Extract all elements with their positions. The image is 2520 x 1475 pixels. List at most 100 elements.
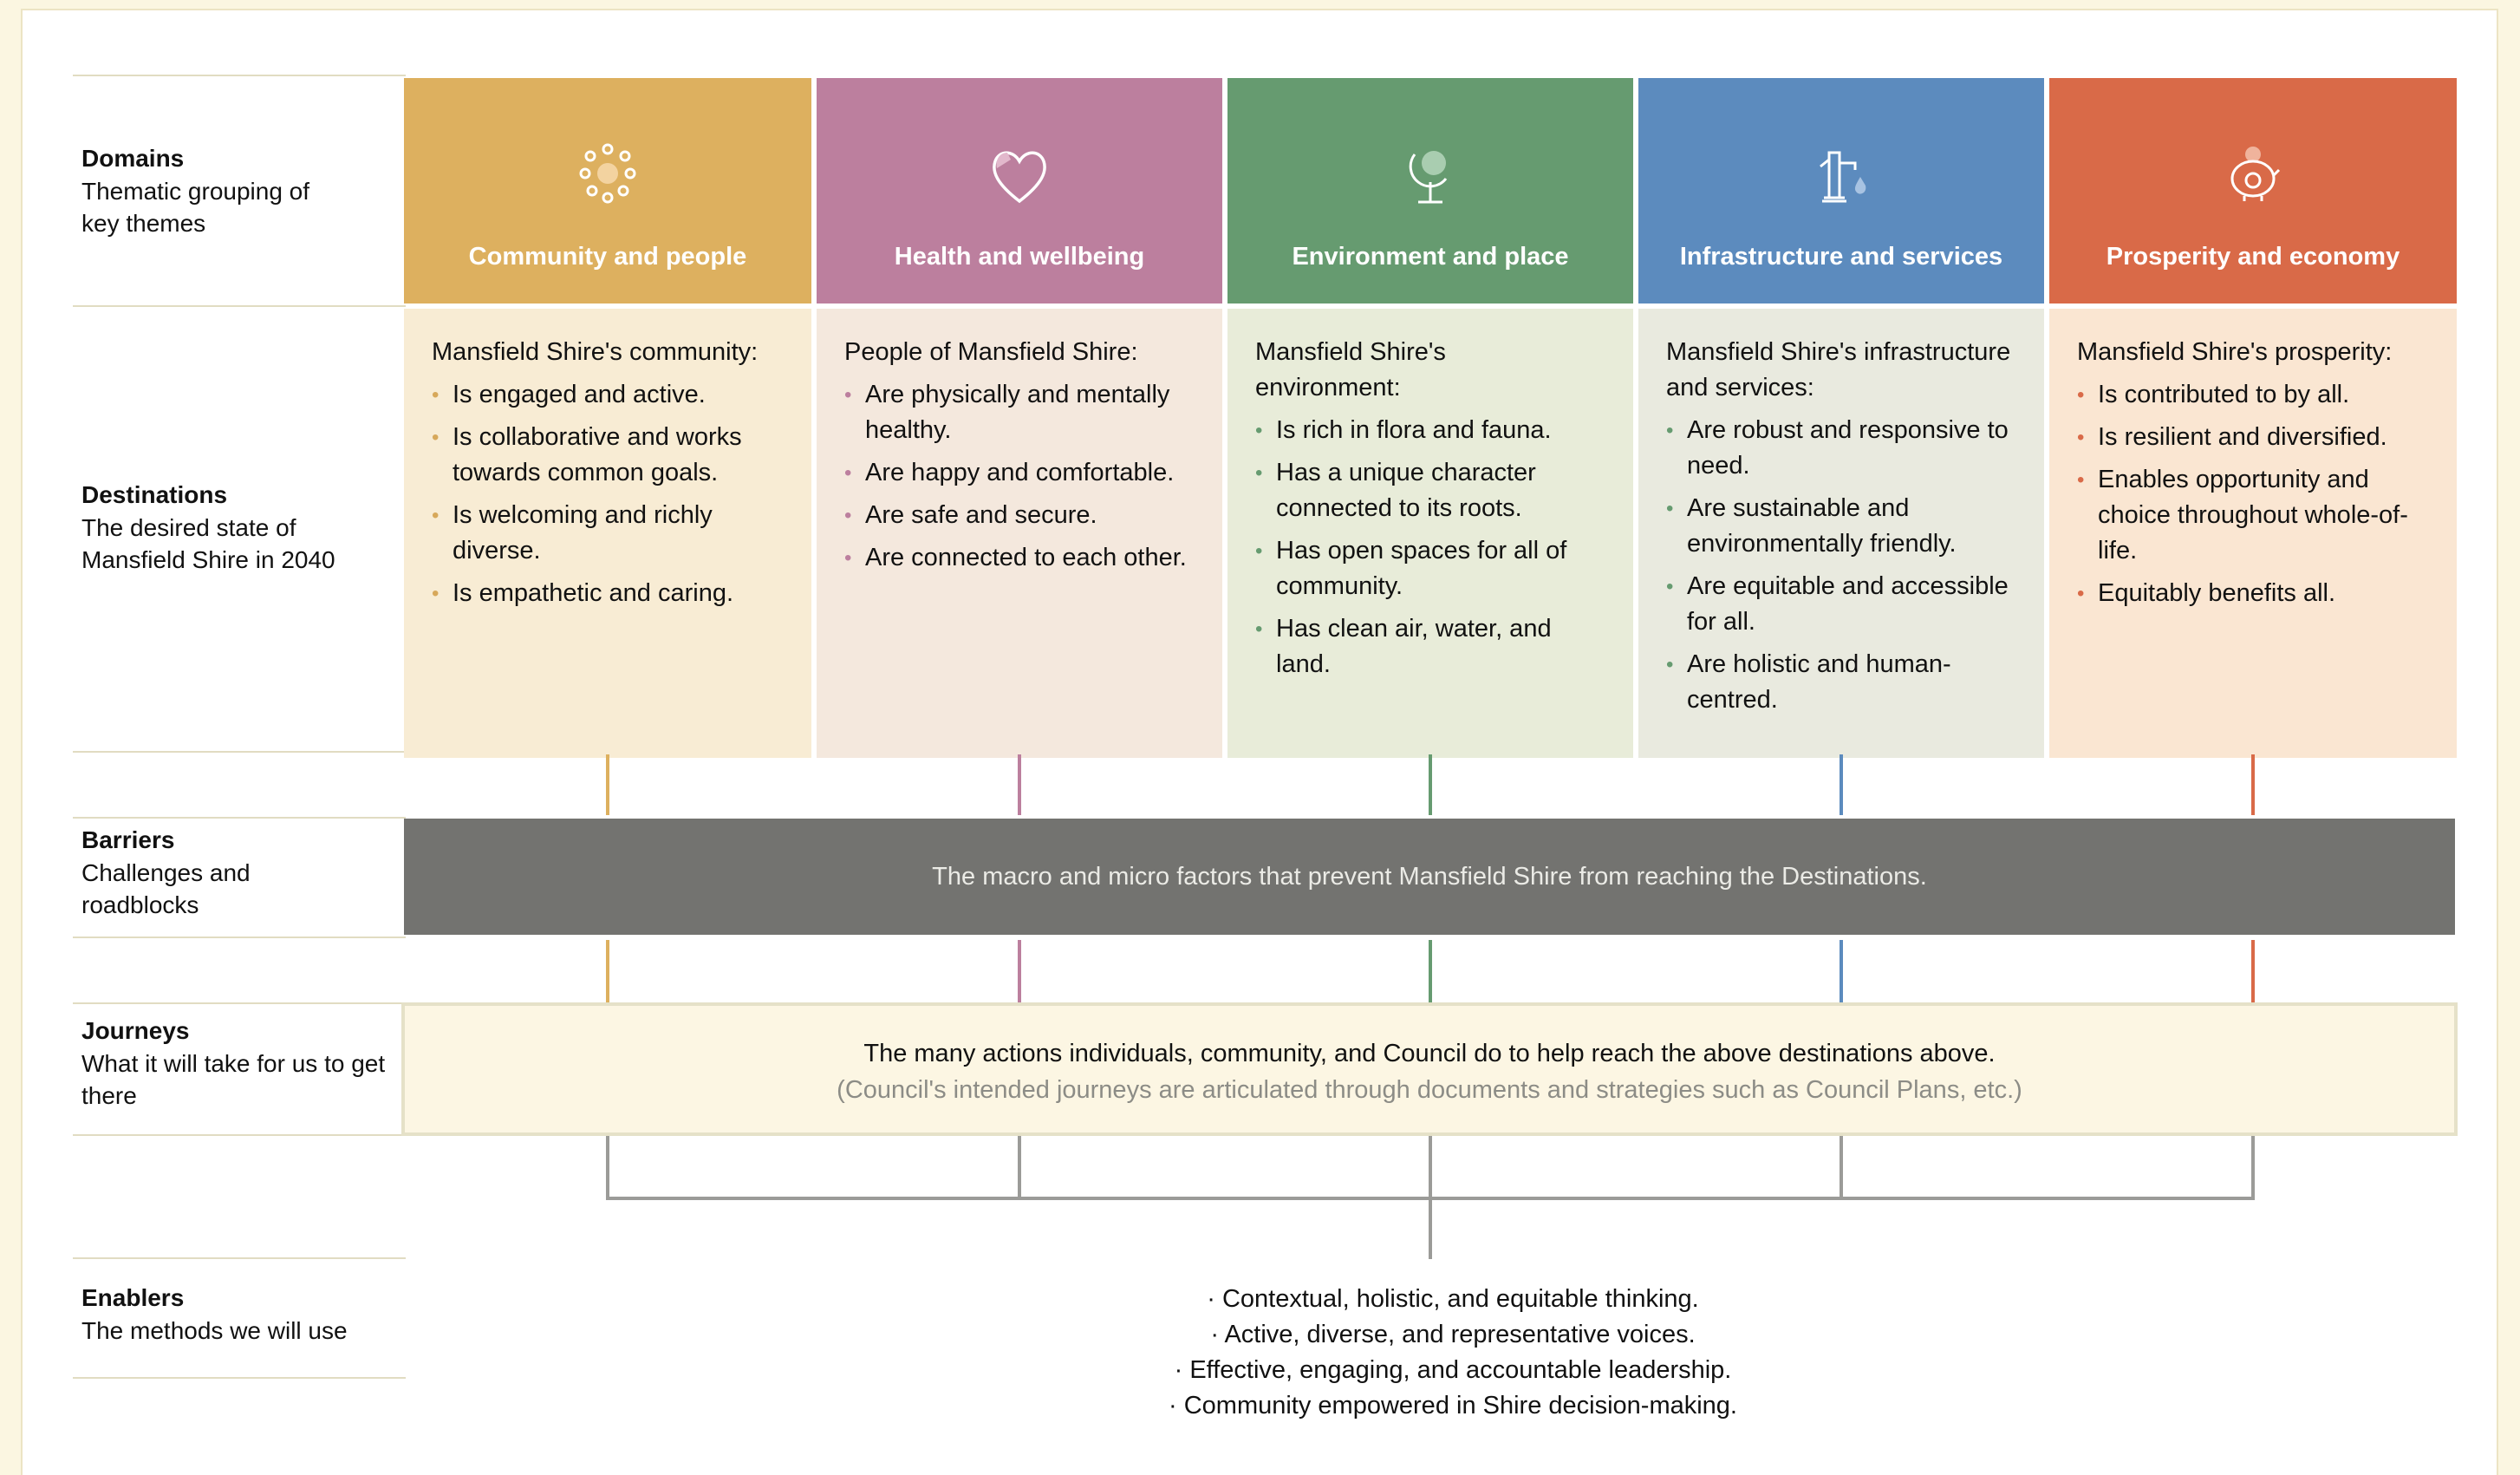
list-item: · Contextual, holistic, and equitable th… — [1207, 1285, 1699, 1313]
connector-infrastructure — [1840, 940, 1843, 1002]
list-item: · Community empowered in Shire decision-… — [1169, 1392, 1737, 1420]
connector-health — [1018, 754, 1021, 815]
row-title: Domains — [81, 145, 185, 172]
bullet-icon: • — [432, 582, 440, 605]
destination-list: •Is rich in flora and fauna. •Has a uniq… — [1255, 413, 1612, 682]
bullet-icon: • — [1666, 653, 1674, 676]
bullet-icon: • — [1666, 575, 1674, 598]
list-item: •Are robust and responsive to need. — [1666, 413, 2023, 484]
journeys-text: The many actions individuals, community,… — [863, 1040, 1996, 1067]
list-item: •Has open spaces for all of community. — [1255, 533, 1612, 604]
connector-infrastructure — [1840, 754, 1843, 815]
connector-health — [1018, 940, 1021, 1002]
row-title: Barriers — [81, 826, 175, 853]
destination-panel-community: Mansfield Shire's community: •Is engaged… — [404, 309, 811, 758]
bullet-icon: • — [1666, 419, 1674, 442]
destination-intro: Mansfield Shire's prosperity: — [2077, 338, 2393, 366]
list-item: · Effective, engaging, and accountable l… — [1174, 1356, 1732, 1384]
bullet-icon: • — [844, 504, 852, 527]
domain-header-prosperity: Prosperity and economy — [2049, 78, 2457, 303]
list-item: •Are equitable and accessible for all. — [1666, 569, 2023, 640]
connector-prosperity — [2251, 754, 2255, 815]
list-item: •Is engaged and active. — [432, 377, 791, 413]
journeys-box: The many actions individuals, community,… — [401, 1002, 2458, 1136]
row-label-domains: Domains Thematic grouping of key themes — [81, 142, 402, 239]
bullet-icon: • — [844, 383, 852, 407]
row-subtitle: The methods we will use — [81, 1317, 348, 1344]
globe-icon — [1409, 151, 1448, 204]
list-item: · Active, diverse, and representative vo… — [1210, 1321, 1696, 1348]
bullet-icon: • — [432, 426, 440, 449]
list-item: •Are physically and mentally healthy. — [844, 377, 1201, 448]
row-divider — [73, 75, 406, 76]
list-item: •Equitably benefits all. — [2077, 576, 2436, 611]
list-item: •Is rich in flora and fauna. — [1255, 413, 1612, 448]
list-item: •Are happy and comfortable. — [844, 455, 1201, 491]
bullet-icon: • — [1255, 419, 1263, 442]
destination-intro: Mansfield Shire's infrastructure and ser… — [1666, 338, 2011, 401]
destination-panel-prosperity: Mansfield Shire's prosperity: •Is contri… — [2049, 309, 2457, 758]
bullet-icon: • — [2077, 426, 2085, 449]
domain-name: Health and wellbeing — [894, 243, 1145, 271]
bullet-icon: • — [1255, 617, 1263, 641]
enablers-list: · Contextual, holistic, and equitable th… — [889, 1282, 2016, 1424]
bullet-icon: • — [2077, 468, 2085, 492]
bullet-icon: • — [2077, 383, 2085, 407]
bullet-icon: • — [1255, 539, 1263, 563]
journeys-note: (Council's intended journeys are articul… — [837, 1076, 2022, 1104]
list-item: •Is collaborative and works towards comm… — [432, 420, 791, 491]
barriers-bar: The macro and micro factors that prevent… — [404, 819, 2455, 935]
row-subtitle: What it will take for us to get there — [81, 1050, 386, 1109]
bullet-icon: • — [432, 504, 440, 527]
row-divider — [73, 305, 406, 307]
domain-header-infrastructure: Infrastructure and services — [1638, 78, 2044, 303]
connector-environment — [1429, 940, 1432, 1002]
row-subtitle: Challenges and roadblocks — [81, 859, 251, 918]
domain-name: Infrastructure and services — [1679, 243, 2003, 271]
bullet-icon: • — [432, 383, 440, 407]
list-item: •Has a unique character connected to its… — [1255, 455, 1612, 526]
row-divider — [73, 1002, 406, 1004]
bullet-icon: • — [844, 546, 852, 570]
bullet-icon: • — [844, 461, 852, 485]
domain-header-community: Community and people — [404, 78, 811, 303]
domain-name: Environment and place — [1292, 243, 1569, 271]
list-item: •Is empathetic and caring. — [432, 576, 791, 611]
row-label-destinations: Destinations The desired state of Mansfi… — [81, 479, 402, 576]
row-title: Journeys — [81, 1017, 190, 1044]
row-divider — [73, 1377, 406, 1379]
list-item: •Enables opportunity and choice througho… — [2077, 462, 2436, 569]
destination-intro: Mansfield Shire's community: — [432, 338, 759, 366]
bullet-icon: • — [1255, 461, 1263, 485]
destination-list: •Is engaged and active. •Is collaborativ… — [432, 377, 791, 611]
destination-panel-health: People of Mansfield Shire: •Are physical… — [817, 309, 1222, 758]
row-title: Destinations — [81, 481, 228, 508]
list-item: •Is welcoming and richly diverse. — [432, 498, 791, 569]
destination-list: •Is contributed to by all. •Is resilient… — [2077, 377, 2436, 611]
bracket-line — [606, 1197, 2255, 1200]
list-item: •Are connected to each other. — [844, 540, 1201, 576]
bracket-line — [1840, 1136, 1843, 1200]
list-item: •Has clean air, water, and land. — [1255, 611, 1612, 682]
row-title: Enablers — [81, 1284, 185, 1311]
row-divider — [73, 937, 406, 938]
destination-intro: Mansfield Shire's environment: — [1255, 338, 1446, 401]
bullet-icon: • — [2077, 582, 2085, 605]
domain-name: Prosperity and economy — [2106, 243, 2400, 271]
list-item: •Are holistic and human-centred. — [1666, 647, 2023, 718]
destination-intro: People of Mansfield Shire: — [844, 338, 1138, 366]
list-item: •Is resilient and diversified. — [2077, 420, 2436, 455]
bracket-line — [2251, 1136, 2255, 1200]
row-divider — [73, 751, 406, 753]
row-label-journeys: Journeys What it will take for us to get… — [81, 1015, 402, 1112]
row-label-barriers: Barriers Challenges and roadblocks — [81, 824, 402, 921]
connector-community — [606, 754, 609, 815]
domain-header-health: Health and wellbeing — [817, 78, 1222, 303]
row-subtitle: Thematic grouping of key themes — [81, 178, 310, 237]
row-subtitle: The desired state of Mansfield Shire in … — [81, 514, 335, 573]
water-pump-icon — [1820, 151, 1866, 203]
destination-list: •Are physically and mentally healthy. •A… — [844, 377, 1201, 576]
domain-header-environment: Environment and place — [1227, 78, 1633, 303]
bracket-line — [1018, 1136, 1021, 1200]
row-divider — [73, 1134, 406, 1136]
